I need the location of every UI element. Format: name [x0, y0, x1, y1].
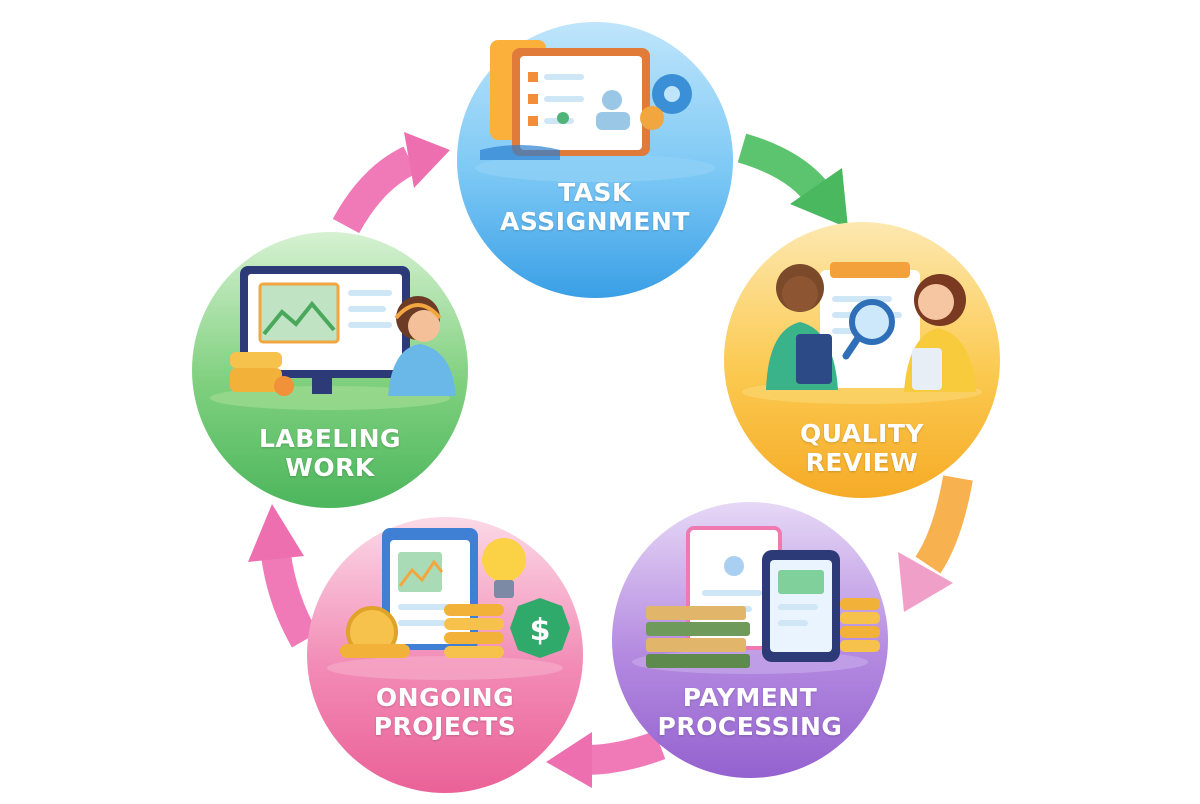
- label-task-assignment: TASK ASSIGNMENT: [495, 178, 695, 236]
- arrow-payment-to-ongoing: [546, 730, 666, 788]
- label-ongoing-projects: ONGOING PROJECTS: [345, 683, 545, 741]
- lightbulb-icon: [482, 538, 526, 598]
- arrow-ongoing-to-labeling: [248, 504, 319, 648]
- step-quality-review: [724, 222, 1000, 498]
- svg-text:$: $: [530, 613, 551, 648]
- coin-icon: [340, 606, 410, 658]
- reviewer-person-right: [904, 274, 976, 392]
- arrow-task-to-quality: [737, 133, 848, 228]
- step-payment-processing: [612, 502, 888, 778]
- magnifier-icon: [842, 299, 895, 360]
- arrow-quality-to-payment: [898, 475, 973, 612]
- label-line-2: PROJECTS: [373, 712, 517, 741]
- reviewer-person-left: [766, 264, 838, 390]
- step-task-assignment: [457, 22, 733, 298]
- phone-icon: [762, 550, 840, 662]
- coin-stack-icon: [444, 604, 504, 658]
- step-labeling-work: [192, 232, 468, 508]
- coin-stack-icon: [840, 598, 880, 652]
- label-quality-review: QUALITY REVIEW: [762, 419, 962, 477]
- arrow-labeling-to-task: [332, 132, 450, 234]
- dollar-badge-icon: $: [510, 598, 570, 658]
- monitor-icon: [240, 266, 410, 394]
- label-line-1: QUALITY: [799, 419, 925, 448]
- label-labeling-work: LABELING WORK: [230, 424, 430, 482]
- gear-icon: [640, 74, 692, 130]
- label-line-2: PROCESSING: [657, 712, 843, 741]
- label-line-1: LABELING: [258, 424, 402, 453]
- label-line-2: WORK: [285, 453, 375, 482]
- clipboard-icon: [490, 40, 650, 156]
- label-line-1: PAYMENT: [682, 683, 818, 712]
- money-stack-icon: [646, 606, 750, 668]
- worker-person-icon: [388, 296, 456, 396]
- label-line-2: REVIEW: [805, 448, 919, 477]
- step-ongoing-projects: $: [307, 517, 583, 793]
- label-line-2: ASSIGNMENT: [500, 207, 690, 236]
- label-line-1: TASK: [558, 178, 632, 207]
- label-payment-processing: PAYMENT PROCESSING: [650, 683, 850, 741]
- label-line-1: ONGOING: [375, 683, 515, 712]
- folder-stack-icon: [230, 352, 294, 396]
